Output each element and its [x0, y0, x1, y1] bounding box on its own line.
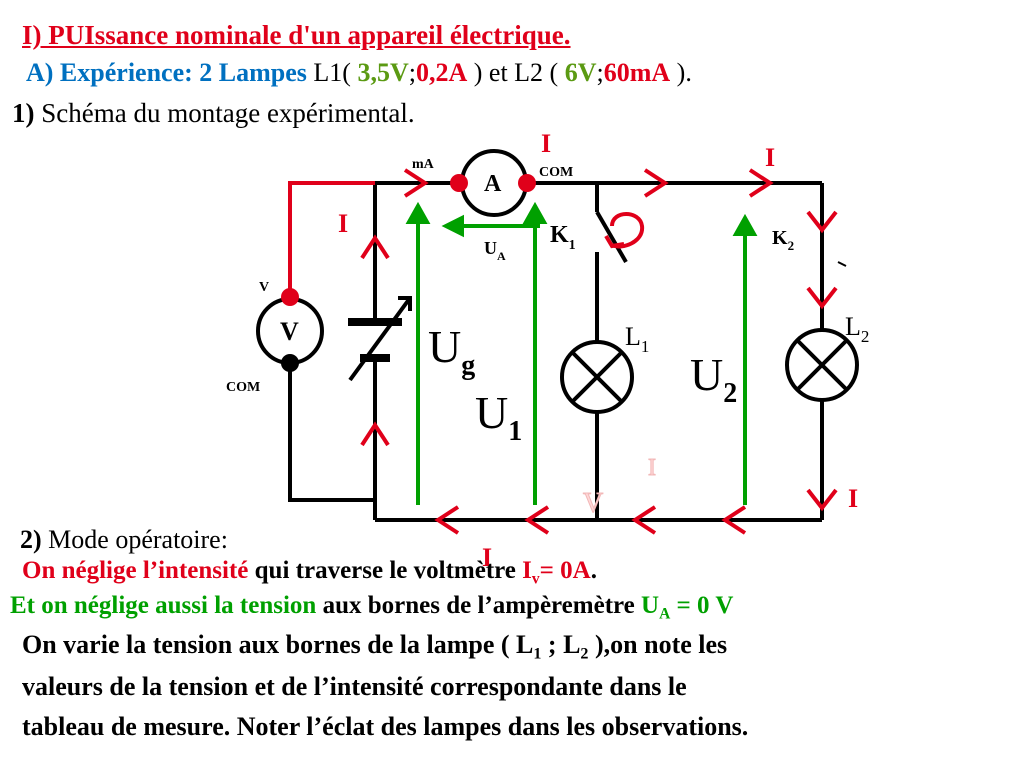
- schema-heading: 1) Schéma du montage expérimental.: [12, 98, 415, 129]
- paragraph-line-3: tableau de mesure. Noter l’éclat des lam…: [22, 712, 749, 741]
- switch-k2-mark: [837, 261, 847, 267]
- voltmeter-label: V: [280, 317, 299, 346]
- ug-label: Ug: [428, 321, 475, 381]
- mode-heading: 2) Mode opératoire:: [20, 525, 228, 555]
- current-arrow-up: [360, 421, 390, 447]
- voltmeter-plus-terminal: [281, 288, 299, 306]
- separator: ;: [408, 58, 416, 87]
- lamp-l2-cross: [795, 338, 849, 392]
- paragraph-line-2: valeurs de la tension et de l’intensité …: [22, 672, 687, 701]
- current-arrow-down: [806, 488, 838, 512]
- current-label-i: I: [482, 543, 492, 572]
- instruction-1-dot: .: [590, 557, 597, 584]
- current-arrow-right: [643, 168, 669, 198]
- current-arrow-up: [360, 234, 390, 260]
- switch-k1-blade: [595, 210, 628, 264]
- current-label-i: I: [338, 209, 348, 238]
- l1-open: L1(: [306, 58, 358, 87]
- generator-adjust-arrowhead: [398, 296, 412, 311]
- iv-value: Iv= 0A: [522, 557, 591, 588]
- current-arrow-left: [721, 505, 747, 535]
- l1-current: 0,2A: [415, 58, 468, 87]
- ghost-label-i: I: [648, 455, 656, 481]
- voltage-arrow-u1-head: [522, 201, 548, 224]
- page-title: I) PUIssance nominale d'un appareil élec…: [22, 20, 571, 50]
- current-arrow-left: [524, 505, 550, 535]
- instruction-1-text: qui traverse le voltmètre: [248, 557, 523, 584]
- ammeter-plus-terminal: [450, 174, 468, 192]
- instruction-2-text: aux bornes de l’ampèremètre: [316, 592, 642, 619]
- lamp-l1-cross: [570, 350, 624, 404]
- ghost-label-v: V: [583, 488, 603, 519]
- voltage-arrow-ug-head: [405, 201, 431, 224]
- voltmeter-com-terminal: [281, 354, 299, 372]
- current-arrow-down: [806, 286, 838, 310]
- l2-current: 60mA: [603, 58, 671, 87]
- voltage-arrow-ua-head: [441, 214, 464, 238]
- l2-voltage: 6V: [564, 58, 597, 87]
- current-arrow-right: [403, 168, 429, 198]
- schema-number: 1): [12, 98, 35, 128]
- switch-k1-rotation-arrow: [610, 212, 645, 249]
- current-label-i: I: [848, 484, 858, 513]
- separator: ;: [596, 58, 604, 87]
- mode-text: Mode opératoire:: [41, 525, 228, 554]
- ammeter-com-label: COM: [539, 165, 573, 180]
- generator-adjust-arrow: [348, 296, 412, 382]
- wire-voltmeter-com: [288, 324, 375, 502]
- ammeter-plus-label: mA: [412, 157, 435, 172]
- switch-k1-label: K1: [550, 222, 576, 253]
- experiment-line: A) Expérience: 2 Lampes L1( 3,5V;0,2A ) …: [26, 58, 692, 88]
- voltmeter-plus-label: V: [259, 280, 269, 295]
- paragraph-line-1: On varie la tension aux bornes de la lam…: [22, 630, 728, 663]
- l1-voltage: 3,5V: [357, 58, 409, 87]
- lamp-l2-label: L2: [845, 312, 869, 346]
- voltage-arrow-u2-head: [732, 213, 758, 236]
- instruction-2-green: Et on néglige aussi la tension: [10, 592, 317, 619]
- lamp-l1-label: L1: [625, 322, 649, 356]
- ua-label: UA: [484, 238, 506, 263]
- instruction-line-2: Et on néglige aussi la tension aux borne…: [10, 592, 734, 623]
- current-arrow-left: [434, 505, 460, 535]
- ammeter-label: A: [484, 171, 502, 197]
- mode-number: 2): [20, 525, 42, 554]
- current-arrow-right: [748, 168, 774, 198]
- instruction-1-red: On néglige l’intensité: [22, 557, 249, 584]
- ammeter-com-terminal: [518, 174, 536, 192]
- instruction-line-1: On néglige l’intensité qui traverse le v…: [22, 557, 597, 588]
- experiment-label: A) Expérience: 2 Lampes: [26, 58, 307, 87]
- u2-label: U2: [690, 349, 737, 409]
- current-label-i: I: [765, 143, 775, 172]
- l2-open: ) et L2 (: [467, 58, 565, 87]
- switch-k1-rotation-arrowhead: [604, 234, 625, 249]
- wire-voltmeter-plus: [288, 181, 375, 296]
- ua-value: UA = 0 V: [641, 592, 734, 623]
- schema-text: Schéma du montage expérimental.: [34, 98, 415, 128]
- voltmeter-com-label: COM: [226, 380, 260, 395]
- current-arrow-down: [806, 210, 838, 234]
- current-arrow-left: [631, 505, 657, 535]
- experiment-end: ).: [670, 58, 692, 87]
- switch-k2-label: K2: [772, 227, 794, 253]
- u1-label: U1: [475, 387, 522, 447]
- current-label-i: I: [541, 129, 551, 158]
